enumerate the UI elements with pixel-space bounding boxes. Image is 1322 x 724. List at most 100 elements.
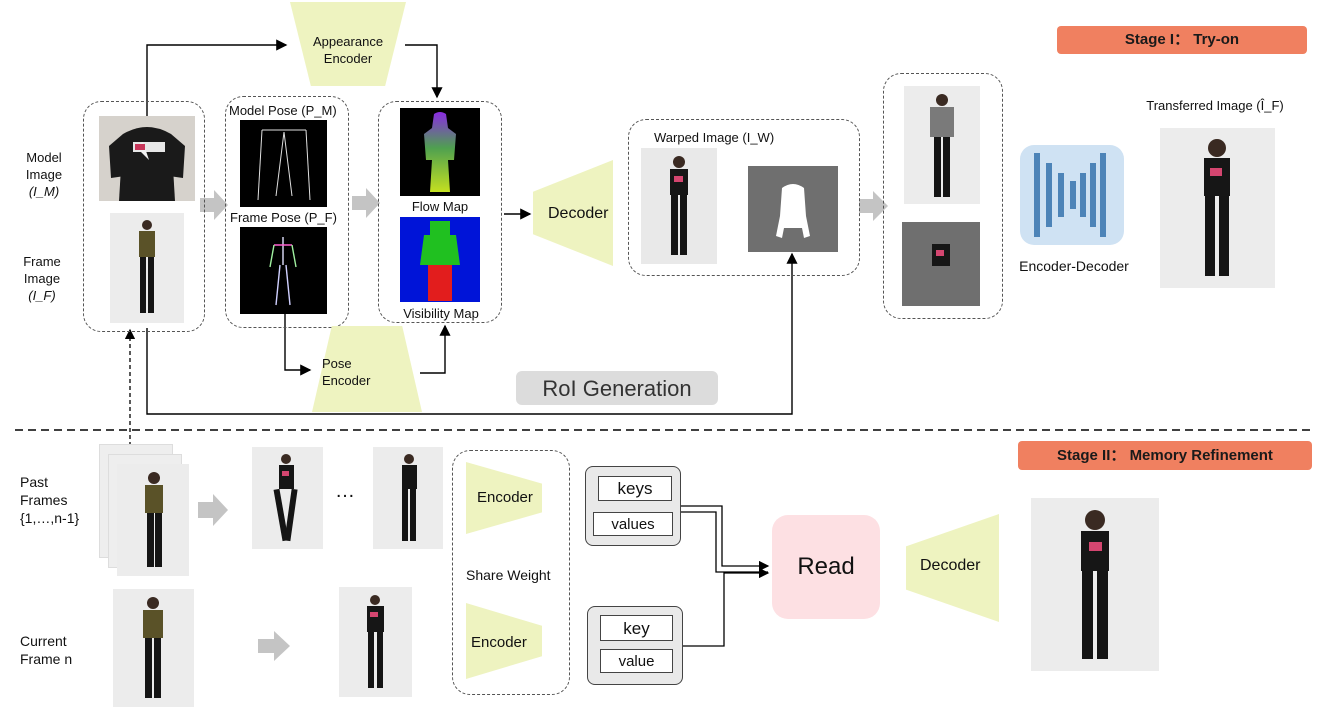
encoder-decoder-block bbox=[1020, 145, 1124, 245]
past-frames-label-line2: Frames bbox=[20, 492, 68, 508]
model-image bbox=[99, 116, 195, 201]
transferred-image-label: Transferred Image (Î_F) bbox=[1146, 98, 1284, 113]
current-frame-label-line2: Frame n bbox=[20, 651, 73, 667]
refined-output-image bbox=[1031, 498, 1159, 671]
values-box: values bbox=[593, 512, 673, 536]
tryon-output-bottom-figure bbox=[932, 244, 950, 266]
encoder-top-label: Encoder bbox=[477, 489, 533, 506]
pose-encoder-label-line2: Encoder bbox=[322, 373, 371, 388]
edge-model-to-appearance bbox=[146, 39, 288, 118]
current-frame-label: Current Frame n bbox=[20, 632, 72, 668]
warped-mask-figure bbox=[776, 184, 810, 238]
tryon-output-group bbox=[883, 73, 1003, 319]
transferred-person-figure bbox=[1204, 139, 1230, 276]
flow-map-label: Flow Map bbox=[411, 199, 469, 214]
frame-pose-label: Frame Pose (P_F) bbox=[230, 210, 337, 225]
stage2-badge: Stage II： Memory Refinement bbox=[1018, 441, 1312, 470]
frame-image-label-line1: Frame bbox=[23, 254, 61, 269]
pose-encoder-label-line1: Pose bbox=[322, 356, 352, 371]
decoder-1-label: Decoder bbox=[548, 205, 609, 222]
encoder-decoder-bars bbox=[1034, 153, 1106, 237]
model-pose-image bbox=[240, 120, 327, 207]
current-frame-person-figure bbox=[143, 597, 163, 698]
edge-encoder-to-flow bbox=[420, 324, 451, 374]
model-shirt-figure bbox=[99, 116, 195, 201]
frame-image-label-line2: Image bbox=[23, 271, 61, 286]
value-label: value bbox=[618, 653, 655, 670]
value-box: value bbox=[600, 649, 673, 673]
keys-label: keys bbox=[617, 479, 653, 498]
roi-generation-badge bbox=[516, 371, 718, 405]
encoder-decoder-label: Encoder-Decoder bbox=[1019, 258, 1129, 274]
share-weight-label: Share Weight bbox=[466, 567, 551, 583]
flow-group bbox=[378, 101, 502, 323]
warped-image bbox=[641, 148, 717, 264]
edge-keys-to-read bbox=[681, 505, 770, 572]
encoder-bottom-label: Encoder bbox=[471, 634, 527, 651]
ellipsis: … bbox=[335, 480, 355, 502]
refined-current-frame bbox=[339, 587, 412, 697]
stage1-badge: Stage I： Try-on bbox=[1057, 26, 1307, 54]
tryon-output-top-image bbox=[904, 86, 980, 204]
tryon-output-top-figure bbox=[930, 94, 954, 197]
frame-image bbox=[110, 213, 184, 323]
key-label: key bbox=[623, 619, 650, 638]
read-block bbox=[772, 515, 880, 619]
refined-past-frame-1-figure bbox=[273, 454, 298, 542]
appearance-encoder-label: Appearance Encoder bbox=[290, 33, 406, 67]
model-image-label-line2: Image bbox=[25, 167, 63, 182]
model-image-label: Model Image (I_M) bbox=[16, 149, 72, 200]
model-pose-label: Model Pose (P_M) bbox=[229, 103, 337, 118]
edge-roi-loop bbox=[146, 252, 798, 415]
past-frames-label-line3: {1,…,n-1} bbox=[20, 510, 80, 526]
grey-arrows bbox=[198, 188, 888, 661]
visibility-map-figure bbox=[420, 221, 460, 301]
frame-image-label-line3: (I_F) bbox=[28, 288, 56, 303]
pose-encoder bbox=[312, 326, 422, 412]
appearance-encoder-label-line2: Encoder bbox=[323, 51, 373, 66]
appearance-encoder bbox=[290, 2, 406, 86]
pose-encoder-label: Pose Encoder bbox=[322, 355, 370, 389]
input-images-group bbox=[83, 101, 205, 332]
past-frame-stack-1 bbox=[117, 464, 189, 576]
past-frames-label: Past Frames {1,…,n-1} bbox=[20, 473, 79, 527]
decoder-2-label: Decoder bbox=[920, 557, 981, 574]
visibility-map-label: Visibility Map bbox=[403, 306, 479, 321]
warped-person-figure bbox=[670, 156, 688, 255]
flow-map-figure bbox=[424, 112, 456, 192]
model-image-label-line1: Model bbox=[26, 150, 62, 165]
refined-past-frame-2-figure bbox=[402, 454, 417, 541]
refined-past-frame-1 bbox=[252, 447, 323, 549]
warped-group bbox=[628, 119, 860, 276]
frame-image-label: Frame Image (I_F) bbox=[14, 253, 70, 304]
flow-map-image bbox=[400, 108, 480, 196]
current-frame-label-line1: Current bbox=[20, 633, 67, 649]
frame-person-figure bbox=[139, 220, 155, 313]
roi-generation-label: RoI Generation bbox=[542, 376, 692, 401]
visibility-map-image bbox=[400, 217, 480, 302]
past-frames-label-line1: Past bbox=[20, 474, 49, 490]
appearance-encoder-label-line1: Appearance bbox=[312, 34, 384, 49]
refined-past-frame-2 bbox=[373, 447, 443, 549]
read-label: Read bbox=[797, 553, 855, 580]
pose-group bbox=[225, 96, 349, 328]
current-frame-image bbox=[113, 589, 194, 707]
frame-pose-skeleton bbox=[269, 237, 297, 306]
model-pose-skeleton bbox=[257, 129, 311, 201]
refined-current-frame-figure bbox=[367, 595, 384, 688]
values-label: values bbox=[611, 516, 655, 533]
keys-box: keys bbox=[598, 476, 672, 501]
past-frame-person-figure bbox=[145, 472, 163, 567]
transferred-image bbox=[1160, 128, 1275, 288]
frame-pose-image bbox=[240, 227, 327, 314]
tryon-output-bottom-image bbox=[902, 222, 980, 306]
edge-appearance-to-flow bbox=[405, 44, 443, 99]
warped-image-label: Warped Image (I_W) bbox=[654, 130, 775, 145]
edge-pose-to-encoder bbox=[284, 312, 312, 376]
key-box: key bbox=[600, 615, 673, 641]
edge-key-to-read bbox=[681, 567, 770, 647]
model-image-label-line3: (I_M) bbox=[28, 184, 60, 199]
refined-output-person-figure bbox=[1081, 510, 1109, 659]
shared-encoder-group bbox=[452, 450, 570, 695]
